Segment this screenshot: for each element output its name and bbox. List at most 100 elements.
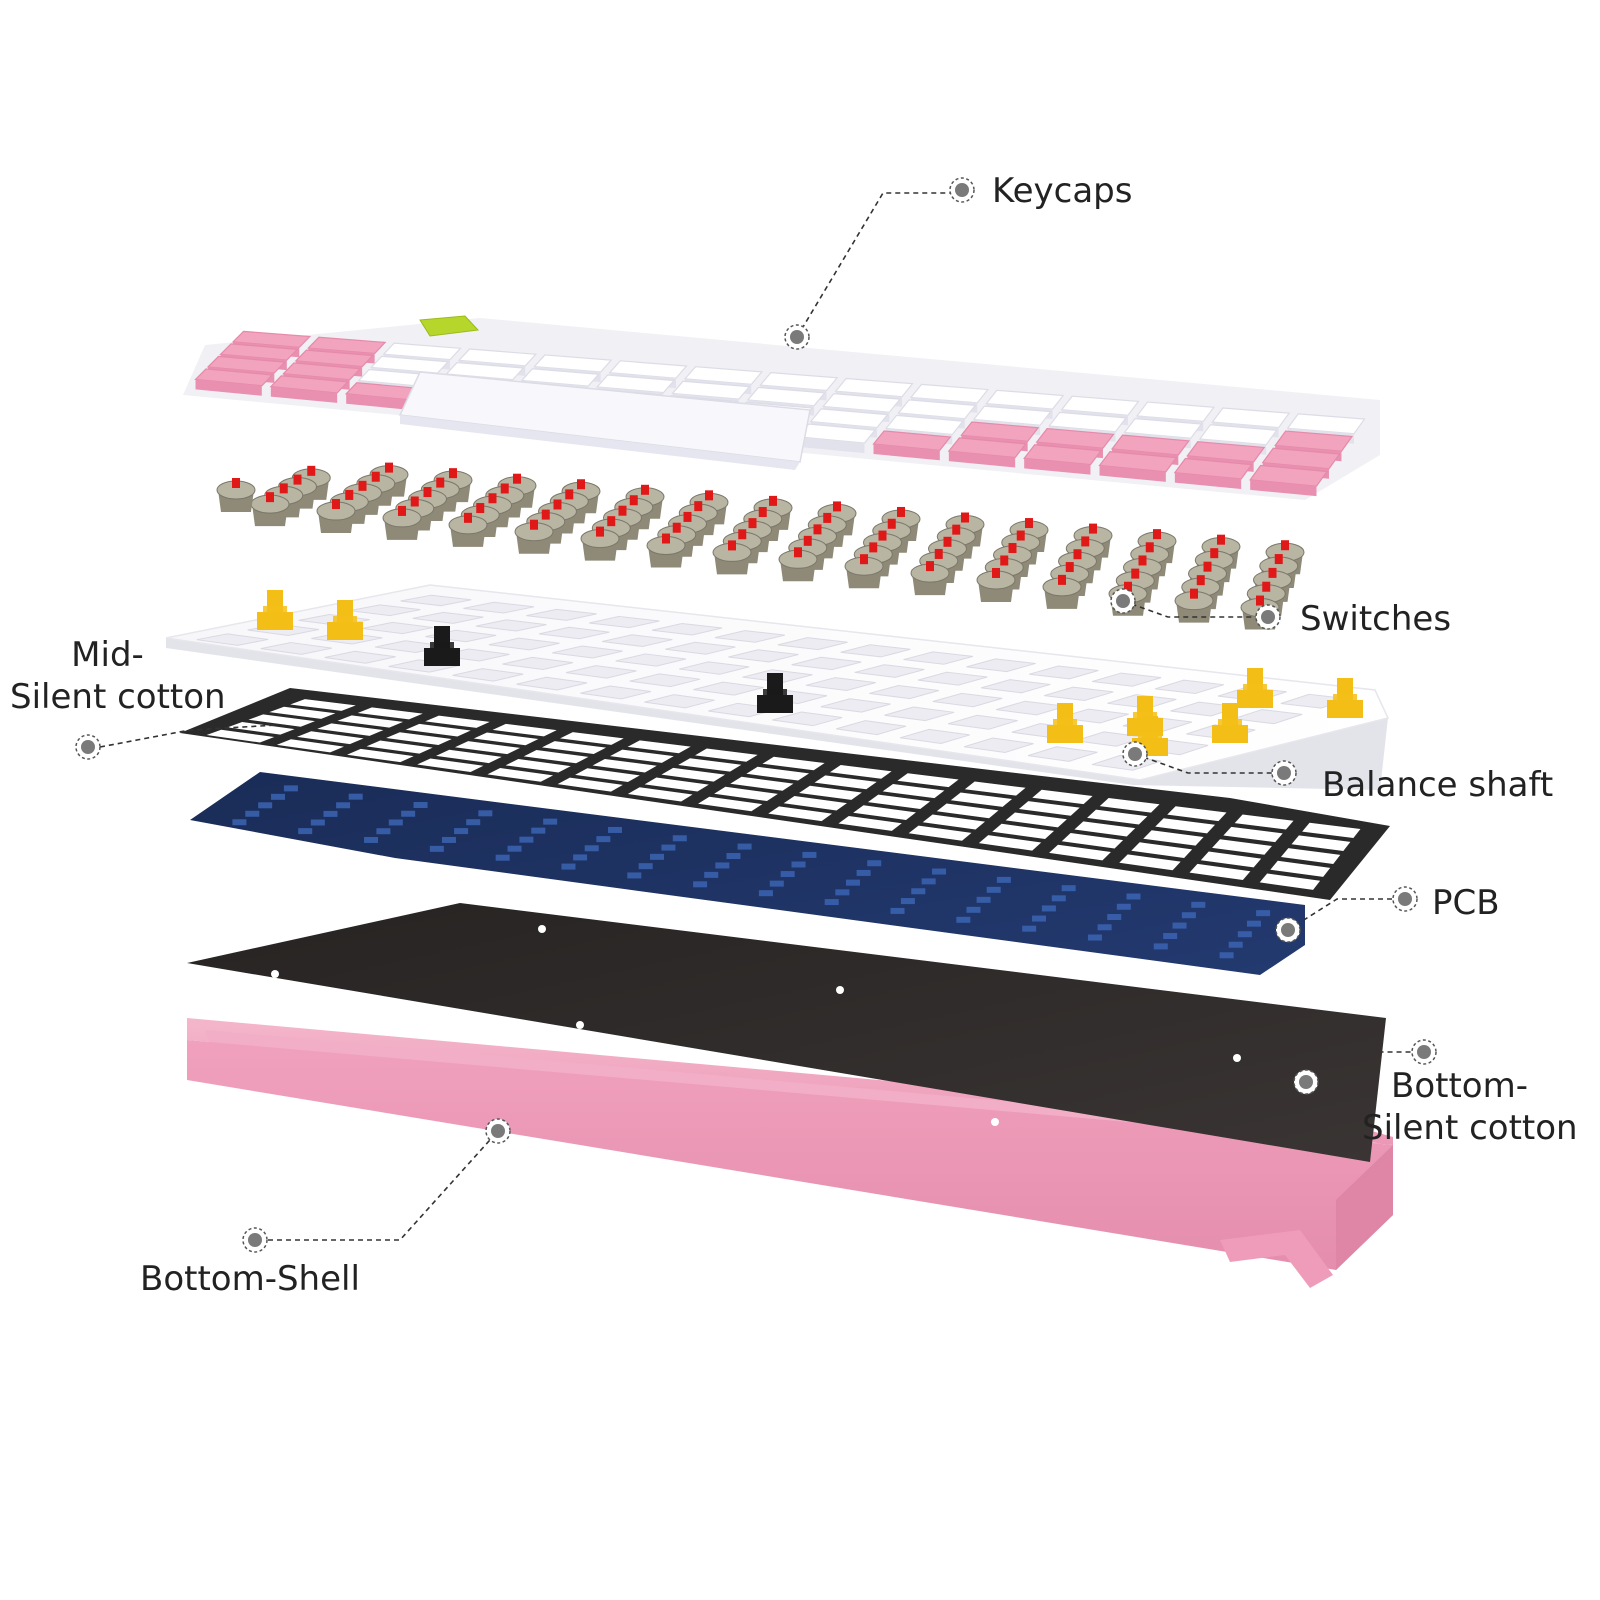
switch-stem xyxy=(1217,534,1225,545)
switch-stem xyxy=(769,495,777,506)
plate-cutout xyxy=(538,626,610,640)
switch xyxy=(646,533,686,568)
balance-shaft-wing xyxy=(1138,732,1162,738)
pcb-pad xyxy=(1172,922,1187,929)
pcb-pad xyxy=(401,810,416,817)
plate-cutout xyxy=(516,676,588,691)
switch-stem xyxy=(398,505,406,516)
foam-cutout xyxy=(695,748,758,762)
switch-stem xyxy=(1262,581,1271,592)
foam-cutout xyxy=(814,775,877,790)
switch-stem xyxy=(694,501,703,512)
switch-stem xyxy=(1203,561,1212,572)
foam-cutout xyxy=(290,699,356,711)
switch-stem xyxy=(541,509,550,520)
pcb-pad xyxy=(543,818,558,825)
foam-cutout xyxy=(454,741,521,755)
leader-bottom-silent-cotton xyxy=(1305,1051,1412,1083)
foam-cutout xyxy=(557,777,623,792)
pcb-pad xyxy=(1228,941,1243,948)
foam-cutout xyxy=(1280,848,1341,864)
switch-stem xyxy=(423,487,432,498)
pcb-pad xyxy=(737,843,752,850)
foam-cutout xyxy=(276,739,344,753)
foam-cutout xyxy=(644,777,709,792)
switch-stem xyxy=(565,489,574,500)
plate-cutout xyxy=(899,728,970,745)
balance-shaft xyxy=(1047,703,1083,743)
callout-dot-icon xyxy=(1293,1069,1319,1095)
switch-stem xyxy=(488,493,497,504)
switch-stem xyxy=(992,567,1000,578)
foam-cutout xyxy=(1087,809,1148,825)
pcb-pad xyxy=(1256,910,1271,917)
keycap-accent xyxy=(419,315,480,337)
foam-cutout xyxy=(838,815,902,831)
balance-shaft-base xyxy=(1047,725,1083,743)
switch-stem xyxy=(530,519,538,530)
foam-cutout xyxy=(853,805,916,820)
callout-leaders xyxy=(99,192,1412,1241)
keycap-spacebar-front xyxy=(400,415,800,470)
keycap-front xyxy=(346,393,413,411)
foam-cutout xyxy=(386,732,452,746)
plate-cutout xyxy=(772,711,843,727)
switch-stem xyxy=(1256,595,1264,606)
foam-cutout xyxy=(1005,812,1067,828)
pcb-pad xyxy=(627,872,642,879)
switch-stem xyxy=(738,529,747,540)
pcb-pad xyxy=(1032,915,1047,922)
foam-cutout xyxy=(1259,873,1321,890)
leader-keycaps xyxy=(796,192,950,338)
foam-cutout xyxy=(992,823,1055,839)
label-balance-shaft: Balance shaft xyxy=(1322,765,1554,805)
foam-cutout xyxy=(950,792,1013,807)
pcb-pad xyxy=(1022,925,1037,932)
pcb-pad xyxy=(561,863,576,870)
foam-cutout xyxy=(661,767,726,782)
pcb-pad xyxy=(245,810,260,817)
foam-cutout xyxy=(799,785,862,800)
foam-cutout xyxy=(1167,806,1227,822)
foam-cutout xyxy=(1223,826,1283,843)
foam-cutout xyxy=(1032,789,1093,805)
plate-cutout xyxy=(980,679,1051,694)
switch-stem xyxy=(961,512,969,523)
foam-cutout xyxy=(592,758,657,773)
switch-stem xyxy=(672,522,681,533)
pcb-pad xyxy=(835,889,850,896)
switch-stem xyxy=(464,512,472,523)
balance-shaft-wing xyxy=(1053,719,1077,725)
foam-cutout xyxy=(882,783,945,799)
plate-cutout xyxy=(693,681,764,696)
kickstand-foot xyxy=(1220,1230,1333,1288)
balance-shaft-base xyxy=(327,622,363,640)
switch-stem xyxy=(513,473,521,484)
switch-stem xyxy=(500,483,509,494)
pcb-pad xyxy=(1219,952,1234,959)
pcb-pad xyxy=(466,819,481,826)
plate-cutout xyxy=(963,737,1034,753)
pcb-pad xyxy=(966,906,981,913)
plate-cutout xyxy=(884,706,955,722)
switch-stem xyxy=(952,524,961,535)
foam-cutout xyxy=(1291,835,1351,851)
plate-cutout xyxy=(791,656,862,671)
foam-cutout xyxy=(473,732,539,746)
foam-cutout xyxy=(1119,854,1181,871)
switch-stem xyxy=(436,477,445,488)
switch-stem xyxy=(897,506,905,517)
callout-dot-icon xyxy=(1275,917,1301,943)
plate-cutout xyxy=(836,720,907,736)
pcb-pad xyxy=(1237,931,1252,938)
pcb-pad xyxy=(900,898,915,905)
foam-cutout xyxy=(1270,860,1331,877)
foam-cutout xyxy=(337,715,404,728)
plate-cutout xyxy=(996,700,1066,716)
pcb-pads xyxy=(232,785,1271,959)
switch-stem xyxy=(1274,554,1283,565)
pcb-pad xyxy=(769,880,784,887)
switch-stem xyxy=(293,474,302,485)
switch-stem xyxy=(728,540,736,551)
foam-cutout xyxy=(1212,839,1272,855)
